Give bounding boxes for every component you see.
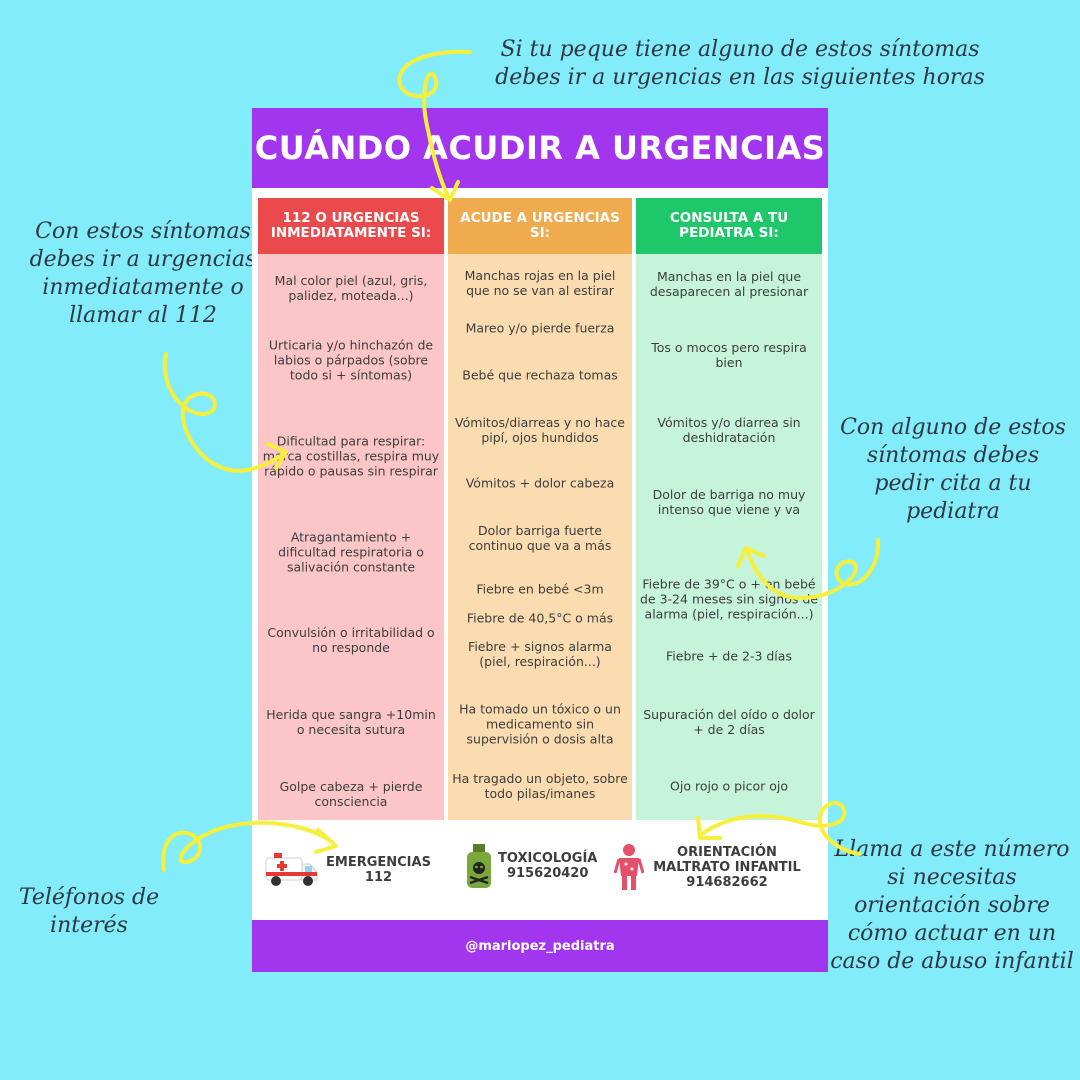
- symptom-item: Ojo rojo o picor ojo: [670, 778, 788, 794]
- symptom-item: Manchas en la piel que desaparecen al pr…: [649, 269, 809, 299]
- symptom-item: Golpe cabeza + pierde consciencia: [279, 779, 423, 809]
- symptom-item: Atragantamiento + dificultad respiratori…: [278, 529, 424, 575]
- footer-handle: @marlopez_pediatra: [252, 920, 828, 972]
- column-header-immediate: 112 O URGENCIAS INMEDIATAMENTE SI:: [258, 198, 444, 254]
- symptom-item: Bebé que rechaza tomas: [462, 367, 618, 383]
- annotation-phones: Teléfonos de interés: [18, 885, 160, 938]
- symptom-item: Fiebre en bebé <3m: [476, 581, 604, 597]
- symptom-item: Dificultad para respirar: marca costilla…: [262, 433, 440, 479]
- column-header-pediatrician: CONSULTA A TU PEDIATRA SI:: [636, 198, 822, 254]
- symptom-item: Mal color piel (azul, gris, palidez, mot…: [274, 273, 428, 303]
- symptom-item: Herida que sangra +10min o necesita sutu…: [266, 707, 436, 737]
- symptom-item: Convulsión o irritabilidad o no responde: [267, 625, 435, 655]
- symptom-item: Dolor de barriga no muy intenso que vien…: [652, 487, 806, 517]
- symptom-item: Ha tomado un tóxico o un medicamento sin…: [459, 701, 621, 747]
- symptom-item: Supuración del oído o dolor + de 2 días: [643, 707, 815, 737]
- annotation-abuse: Llama a este número si necesitas orienta…: [830, 837, 1074, 974]
- annotation-immediate: Con estos síntomas debes ir a urgencias …: [29, 219, 257, 328]
- column-header-emergency: ACUDE A URGENCIAS SI:: [448, 198, 632, 254]
- phone-number: 914682662: [686, 874, 768, 890]
- phone-label: ORIENTACIÓN MALTRATO INFANTIL: [653, 844, 801, 875]
- symptom-item: Manchas rojas en la piel que no se van a…: [464, 268, 616, 298]
- column-immediate: Mal color piel (azul, gris, palidez, mot…: [258, 254, 444, 820]
- child-figure-icon: [614, 844, 644, 890]
- column-emergency: Manchas rojas en la piel que no se van a…: [448, 254, 632, 820]
- symptom-item: Fiebre + signos alarma (piel, respiració…: [468, 639, 612, 669]
- symptom-item: Tos o mocos pero respira bien: [651, 340, 807, 370]
- symptom-item: Urticaria y/o hinchazón de labios o párp…: [268, 337, 434, 383]
- phone-maltrato: ORIENTACIÓN MALTRATO INFANTIL 914682662: [614, 842, 802, 892]
- phone-directory: EMERGENCIAS 112 TOXICOLOGÍA 915620420: [252, 820, 828, 920]
- infographic-title: CUÁNDO ACUDIR A URGENCIAS: [252, 108, 828, 188]
- phone-label: EMERGENCIAS: [326, 855, 431, 870]
- symptom-item: Mareo y/o pierde fuerza: [465, 320, 615, 336]
- phone-emergencias: EMERGENCIAS 112: [264, 850, 431, 890]
- ambulance-icon: [265, 853, 318, 886]
- symptom-item: Vómitos y/o diarrea sin deshidratación: [657, 415, 801, 445]
- symptom-item: Vómitos + dolor cabeza: [465, 475, 615, 491]
- symptom-item: Fiebre + de 2-3 días: [666, 648, 792, 664]
- annotation-pediatrician: Con alguno de estos síntomas debes pedir…: [840, 415, 1066, 524]
- symptom-item: Fiebre de 40,5°C o más: [466, 610, 614, 626]
- column-pediatrician: Manchas en la piel que desaparecen al pr…: [636, 254, 822, 820]
- annotation-urgent-hours: Si tu peque tiene alguno de estos síntom…: [495, 37, 985, 90]
- symptom-item: Fiebre de 39°C o + en bebé de 3-24 meses…: [640, 576, 818, 622]
- symptom-item: Ha tragado un objeto, sobre todo pilas/i…: [452, 771, 628, 801]
- infographic-card: CUÁNDO ACUDIR A URGENCIAS 112 O URGENCIA…: [252, 108, 828, 972]
- phone-label: TOXICOLOGÍA: [498, 851, 598, 866]
- poison-bottle-icon: [467, 844, 491, 888]
- phone-number: 915620420: [506, 866, 589, 881]
- phone-toxicologia: TOXICOLOGÍA 915620420: [462, 842, 597, 890]
- symptom-item: Vómitos/diarreas y no hace pipí, ojos hu…: [455, 415, 625, 445]
- symptom-item: Dolor barriga fuerte continuo que va a m…: [468, 523, 612, 553]
- phone-number: 112: [364, 870, 393, 885]
